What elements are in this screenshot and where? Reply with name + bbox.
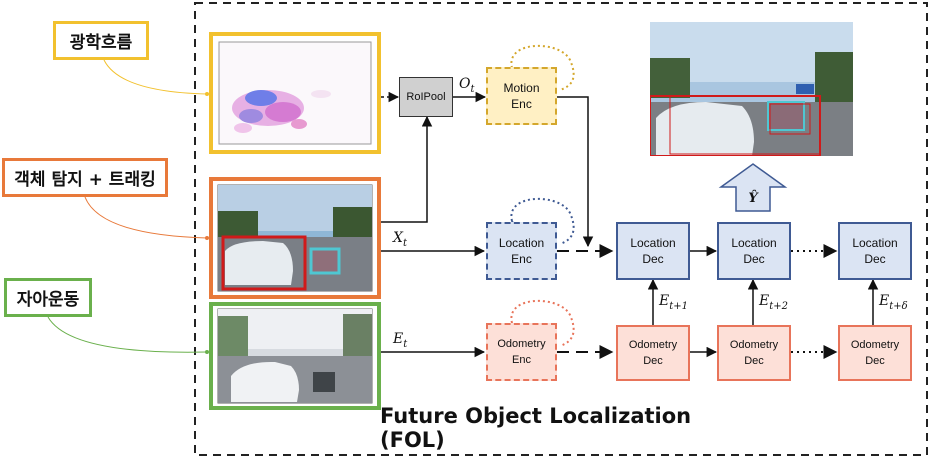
- symbol-e-t1: Et+1: [659, 293, 688, 312]
- symbol-e-t2: Et+2: [759, 293, 788, 312]
- symbol-e-t: Et: [393, 331, 407, 350]
- location-dec-block-3: Location Dec: [838, 222, 912, 280]
- symbol-e-t-main: E: [393, 331, 404, 347]
- symbol-o-t-sub: t: [470, 83, 475, 95]
- leader-ego-motion: [47, 316, 209, 354]
- location-dec-label-2: Location Dec: [731, 236, 777, 266]
- odometry-dec-block-2: Odometry Dec: [717, 325, 791, 381]
- symbol-e-td-main: E: [879, 293, 890, 309]
- label-detection-tracking: 객체 탐지 + 트래킹: [2, 158, 168, 197]
- location-enc-label: Location Enc: [498, 236, 545, 266]
- location-dec-block-1: Location Dec: [616, 222, 690, 280]
- diagram-caption: Future Object Localization (FOL): [380, 404, 760, 452]
- symbol-x-t-sub: t: [402, 237, 407, 249]
- odometry-dec-block-3: Odometry Dec: [838, 325, 912, 381]
- detection-image: [209, 177, 381, 299]
- odometry-enc-label: Odometry Enc: [497, 338, 546, 366]
- symbol-e-t-sub: t: [403, 338, 408, 350]
- label-optical-flow: 광학흐름: [53, 21, 149, 60]
- symbol-e-td: Et+δ: [879, 293, 908, 312]
- symbol-e-t1-sub: t+1: [669, 300, 688, 312]
- symbol-x-t: Xt: [393, 230, 407, 249]
- location-dec-block-2: Location Dec: [717, 222, 791, 280]
- roipool-label: RoIPool: [406, 91, 446, 103]
- odometry-enc-block: Odometry Enc: [486, 323, 557, 381]
- fol-dashed-frame: [194, 2, 928, 456]
- ego-motion-image: [209, 302, 381, 410]
- location-enc-block: Location Enc: [486, 222, 557, 280]
- odometry-dec-block-1: Odometry Dec: [616, 325, 690, 381]
- y-hat-text: Ŷ: [748, 191, 758, 206]
- label-optical-flow-text: 광학흐름: [69, 33, 133, 53]
- symbol-e-td-sub: t+δ: [889, 300, 908, 312]
- odometry-dec-label-2: Odometry Dec: [729, 339, 779, 367]
- diagram-caption-text: Future Object Localization (FOL): [380, 404, 692, 452]
- roipool-block: RoIPool: [399, 77, 453, 117]
- output-prediction-image: [650, 22, 853, 156]
- leader-optical-flow: [103, 59, 209, 96]
- y-hat-label: Ŷ: [736, 188, 770, 210]
- location-dec-label-3: Location Dec: [852, 236, 898, 266]
- symbol-o-t-main: O: [459, 76, 471, 92]
- leader-detection: [84, 196, 209, 240]
- label-ego-motion-text: 자아운동: [16, 290, 80, 310]
- y-hat-arrow-shape: [718, 163, 788, 212]
- symbol-e-t2-sub: t+2: [769, 300, 788, 312]
- label-detection-tracking-text: 객체 탐지 + 트래킹: [14, 170, 156, 190]
- symbol-e-t2-main: E: [759, 293, 770, 309]
- symbol-o-t: Ot: [459, 76, 475, 95]
- symbol-x-t-main: X: [393, 230, 403, 246]
- optical-flow-image: [209, 32, 381, 154]
- odometry-dec-label-3: Odometry Dec: [850, 339, 900, 367]
- motion-enc-block: Motion Enc: [486, 67, 557, 125]
- motion-enc-label: Motion Enc: [503, 81, 540, 111]
- location-dec-label-1: Location Dec: [630, 236, 676, 266]
- label-ego-motion: 자아운동: [4, 278, 92, 317]
- odometry-dec-label-1: Odometry Dec: [628, 339, 678, 367]
- symbol-e-t1-main: E: [659, 293, 670, 309]
